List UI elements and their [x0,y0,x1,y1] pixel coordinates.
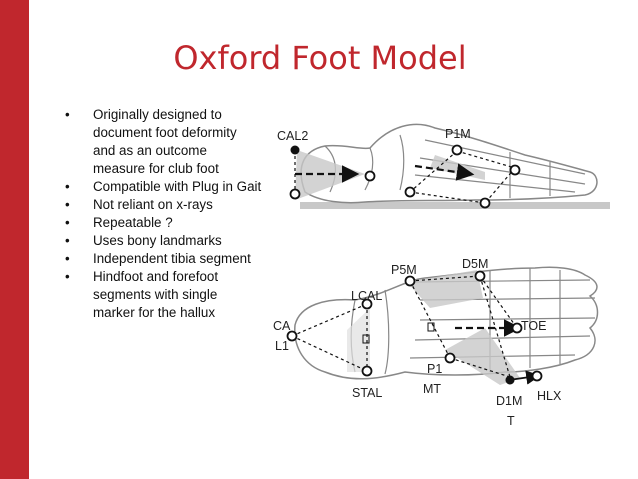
first-ray-shading [445,328,520,385]
marker-cal1 [286,330,298,342]
label-toe: TOE [521,319,546,333]
marker-d1mt [505,375,515,385]
marker-p1mt [444,352,456,364]
label-p1mt-line2: MT [423,382,441,396]
bullet-item: Not reliant on x-rays [62,196,262,214]
bullet-item: Independent tibia segment [62,250,262,268]
marker-cal2 [290,145,300,155]
bullet-list: Originally designed to document foot def… [62,106,262,322]
marker-d5m [474,270,486,282]
label-stal: STAL [352,386,382,400]
floor-plane [300,202,610,209]
marker-toe [511,322,523,334]
lateral-foot-view: CAL2 P1M [277,123,610,209]
marker-hlx [531,370,543,382]
slide-title: Oxford Foot Model [173,39,467,77]
label-hlx: HLX [537,389,562,403]
label-cal1-line2: L1 [275,339,289,353]
bullet-item: Compatible with Plug in Gait [62,178,262,196]
top-foot-outline [294,266,599,380]
forefoot-axis-arrow [414,163,475,181]
label-d1mt-line2: T [507,414,515,428]
bullet-item: Uses bony landmarks [62,232,262,250]
marker [364,170,376,182]
label-cal1-line1: CA [273,319,291,333]
label-lcal: LCAL [351,289,382,303]
top-foot-view: P5M D5M LCAL CA L1 TOE P1 MT STAL D1M T … [273,257,599,428]
forefoot-shading [407,270,483,308]
marker [479,197,491,209]
marker [404,186,416,198]
label-p1m: P1M [445,127,471,141]
accent-bar [0,0,29,479]
foot-model-diagram: CAL2 P1M [273,123,610,428]
label-cal2: CAL2 [277,129,308,143]
marker-p1m [451,144,463,156]
marker-stal [361,365,373,377]
label-p1mt-line1: P1 [427,362,442,376]
label-d1mt-line1: D1M [496,394,522,408]
hindfoot-shading [347,308,370,372]
bullet-item: Originally designed to document foot def… [62,106,262,178]
bullet-item: Hindfoot and forefoot segments with sing… [62,268,262,322]
label-d5m: D5M [462,257,488,271]
label-p5m: P5M [391,263,417,277]
marker-p5m [404,275,416,287]
marker [509,164,521,176]
marker [289,188,301,200]
marker-lcal [361,298,373,310]
bullet-item: Repeatable ? [62,214,262,232]
